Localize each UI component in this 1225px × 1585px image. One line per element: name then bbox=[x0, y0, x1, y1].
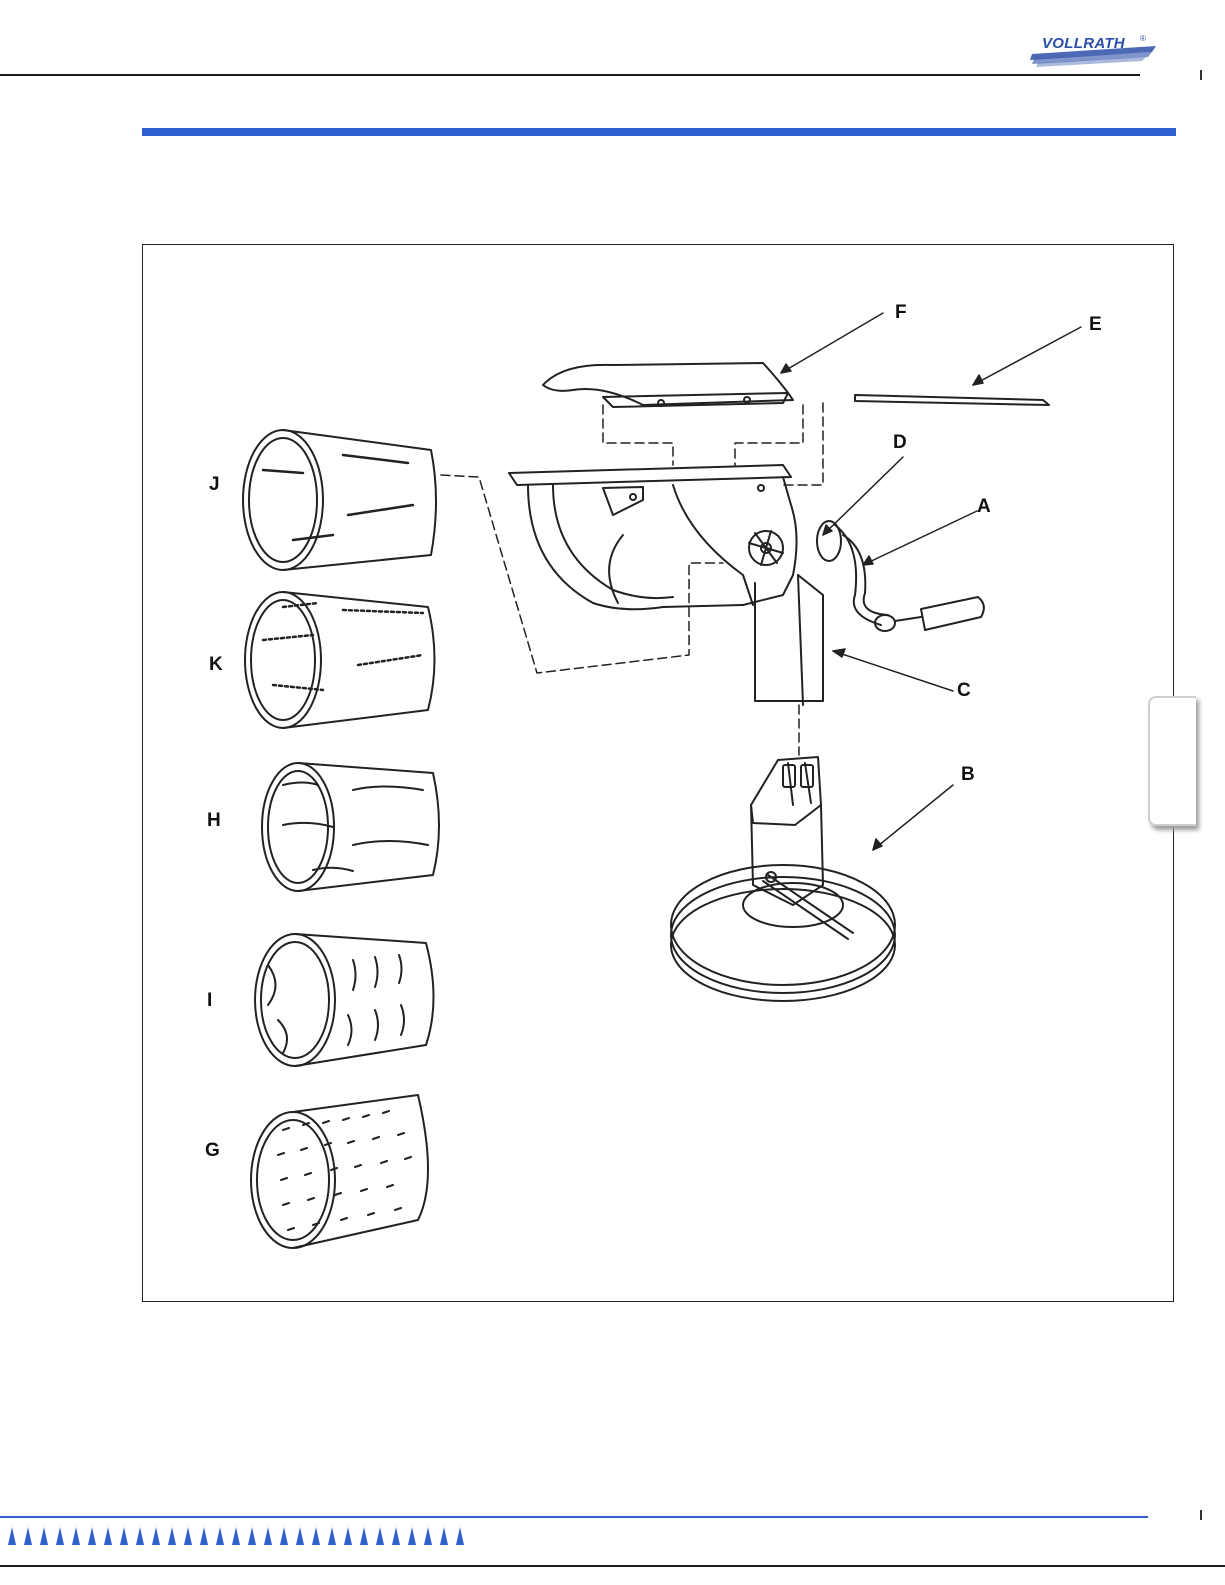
footer-triangle-icon bbox=[184, 1527, 192, 1545]
hinge-pin-e-icon bbox=[855, 395, 1049, 405]
label-e: E bbox=[1089, 315, 1102, 334]
exploded-parts-diagram: F E D A C B J K H I G bbox=[142, 244, 1174, 1302]
logo-registered-mark: ® bbox=[1140, 34, 1146, 43]
label-b: B bbox=[961, 765, 975, 784]
footer-triangle-icon bbox=[40, 1527, 48, 1545]
footer-triangle-icon bbox=[216, 1527, 224, 1545]
drum-i-icon bbox=[255, 934, 434, 1066]
footer-triangle-icon bbox=[424, 1527, 432, 1545]
footer-triangle-icon bbox=[120, 1527, 128, 1545]
drum-j-icon bbox=[243, 430, 436, 570]
label-k: K bbox=[209, 655, 223, 674]
footer-triangle-row bbox=[8, 1527, 464, 1547]
label-c: C bbox=[957, 681, 971, 700]
footer-triangle-icon bbox=[88, 1527, 96, 1545]
label-j: J bbox=[209, 475, 220, 494]
label-i: I bbox=[207, 991, 212, 1010]
section-bar bbox=[142, 128, 1176, 136]
bottom-rule bbox=[0, 1565, 1225, 1567]
crop-mark bbox=[1200, 1510, 1202, 1520]
footer-triangle-icon bbox=[408, 1527, 416, 1545]
footer-triangle-icon bbox=[296, 1527, 304, 1545]
side-tab-icon bbox=[1148, 696, 1196, 826]
footer-triangle-icon bbox=[344, 1527, 352, 1545]
drum-g-icon bbox=[251, 1095, 428, 1248]
label-g: G bbox=[205, 1141, 220, 1160]
footer-triangle-icon bbox=[56, 1527, 64, 1545]
drive-hub-d-icon bbox=[749, 531, 783, 565]
footer-triangle-icon bbox=[104, 1527, 112, 1545]
label-h: H bbox=[207, 811, 221, 830]
footer-triangle-icon bbox=[168, 1527, 176, 1545]
frame-c-icon bbox=[755, 575, 823, 705]
footer-triangle-icon bbox=[328, 1527, 336, 1545]
footer-triangle-icon bbox=[200, 1527, 208, 1545]
footer-rule bbox=[0, 1516, 1148, 1518]
footer-triangle-icon bbox=[248, 1527, 256, 1545]
footer-triangle-icon bbox=[440, 1527, 448, 1545]
footer-triangle-icon bbox=[456, 1527, 464, 1545]
crank-a-icon bbox=[817, 521, 984, 631]
drum-h-icon bbox=[262, 763, 439, 891]
footer-triangle-icon bbox=[8, 1527, 16, 1545]
label-f: F bbox=[895, 303, 907, 322]
logo-text: VOLLRATH bbox=[1042, 35, 1125, 52]
footer-triangle-icon bbox=[312, 1527, 320, 1545]
footer-triangle-icon bbox=[360, 1527, 368, 1545]
hopper-lid-f-icon bbox=[543, 363, 793, 407]
footer-triangle-icon bbox=[152, 1527, 160, 1545]
footer-triangle-icon bbox=[24, 1527, 32, 1545]
footer-triangle-icon bbox=[264, 1527, 272, 1545]
footer-triangle-icon bbox=[136, 1527, 144, 1545]
footer-triangle-icon bbox=[392, 1527, 400, 1545]
header-rule bbox=[0, 74, 1140, 76]
label-d: D bbox=[893, 433, 907, 452]
footer-triangle-icon bbox=[280, 1527, 288, 1545]
footer-triangle-icon bbox=[376, 1527, 384, 1545]
drum-k-icon bbox=[245, 592, 435, 728]
leader-lines bbox=[781, 313, 1081, 850]
footer-triangle-icon bbox=[232, 1527, 240, 1545]
footer-triangle-icon bbox=[72, 1527, 80, 1545]
crop-mark bbox=[1200, 70, 1202, 80]
vollrath-logo-icon: VOLLRATH ® bbox=[1028, 32, 1160, 72]
label-a: A bbox=[977, 497, 991, 516]
suction-base-b-icon bbox=[671, 757, 895, 1001]
